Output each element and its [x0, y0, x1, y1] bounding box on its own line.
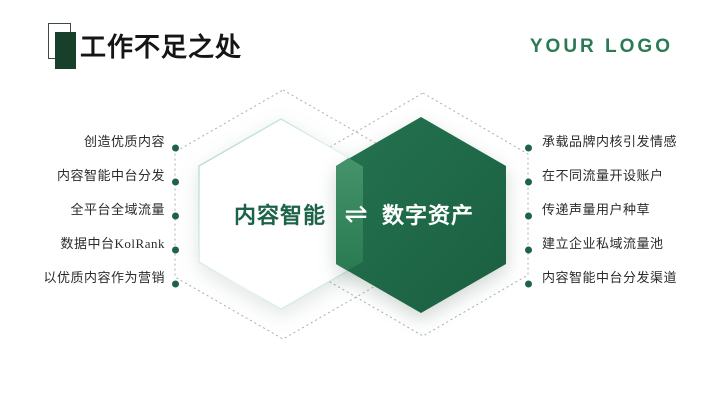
list-item-label: 全平台全域流量: [70, 202, 165, 217]
page-title: 工作不足之处: [80, 33, 243, 62]
connector-dot-icon: [525, 212, 532, 220]
list-item-label: 内容智能中台分发渠道: [542, 270, 678, 285]
connector-dot-icon: [525, 144, 532, 152]
list-item-label: 建立企业私域流量池: [542, 236, 664, 251]
list-item-label: 数据中台KolRank: [60, 236, 165, 251]
right-hexagon-label: 数字资产: [381, 203, 474, 228]
connector-dot-icon: [525, 280, 532, 288]
equilibrium-arrows-icon: ⇌: [344, 197, 368, 230]
connector-dot-icon: [172, 246, 179, 254]
list-item: 在不同流量开设账户: [525, 159, 720, 193]
left-hexagon-label: 内容智能: [233, 203, 326, 228]
list-item-label: 在不同流量开设账户: [542, 168, 664, 183]
connector-dot-icon: [172, 144, 179, 152]
connector-dot-icon: [525, 246, 532, 254]
list-item-label: 创造优质内容: [83, 134, 165, 149]
logo-text: YOUR LOGO: [529, 36, 673, 57]
list-item: 建立企业私域流量池: [525, 227, 720, 261]
list-item: 全平台全域流量: [0, 193, 179, 227]
list-item: 以优质内容作为营销: [0, 261, 179, 295]
list-item: 内容智能中台分发渠道: [525, 261, 720, 295]
list-item: 数据中台KolRank: [0, 227, 179, 261]
connector-dot-icon: [525, 178, 532, 186]
list-item-label: 内容智能中台分发: [56, 168, 165, 183]
left-item-list: 创造优质内容 内容智能中台分发 全平台全域流量 数据中台KolRank 以优质内…: [0, 125, 179, 295]
connector-dot-icon: [172, 280, 179, 288]
list-item: 内容智能中台分发: [0, 159, 179, 193]
list-item: 创造优质内容: [0, 125, 179, 159]
list-item-label: 承载品牌内核引发情感: [542, 134, 678, 149]
list-item-label: 传递声量用户种草: [542, 202, 651, 217]
title-marker-icon: [48, 23, 80, 73]
right-item-list: 承载品牌内核引发情感 在不同流量开设账户 传递声量用户种草 建立企业私域流量池 …: [525, 125, 720, 295]
title-marker-fill-rect: [55, 32, 76, 69]
list-item: 传递声量用户种草: [525, 193, 720, 227]
connector-dot-icon: [172, 178, 179, 186]
list-item-label: 以优质内容作为营销: [43, 270, 165, 285]
green-hexagon: [336, 117, 506, 313]
hexagon-overlap-lens: [336, 158, 363, 271]
list-item: 承载品牌内核引发情感: [525, 125, 720, 159]
connector-dot-icon: [172, 212, 179, 220]
